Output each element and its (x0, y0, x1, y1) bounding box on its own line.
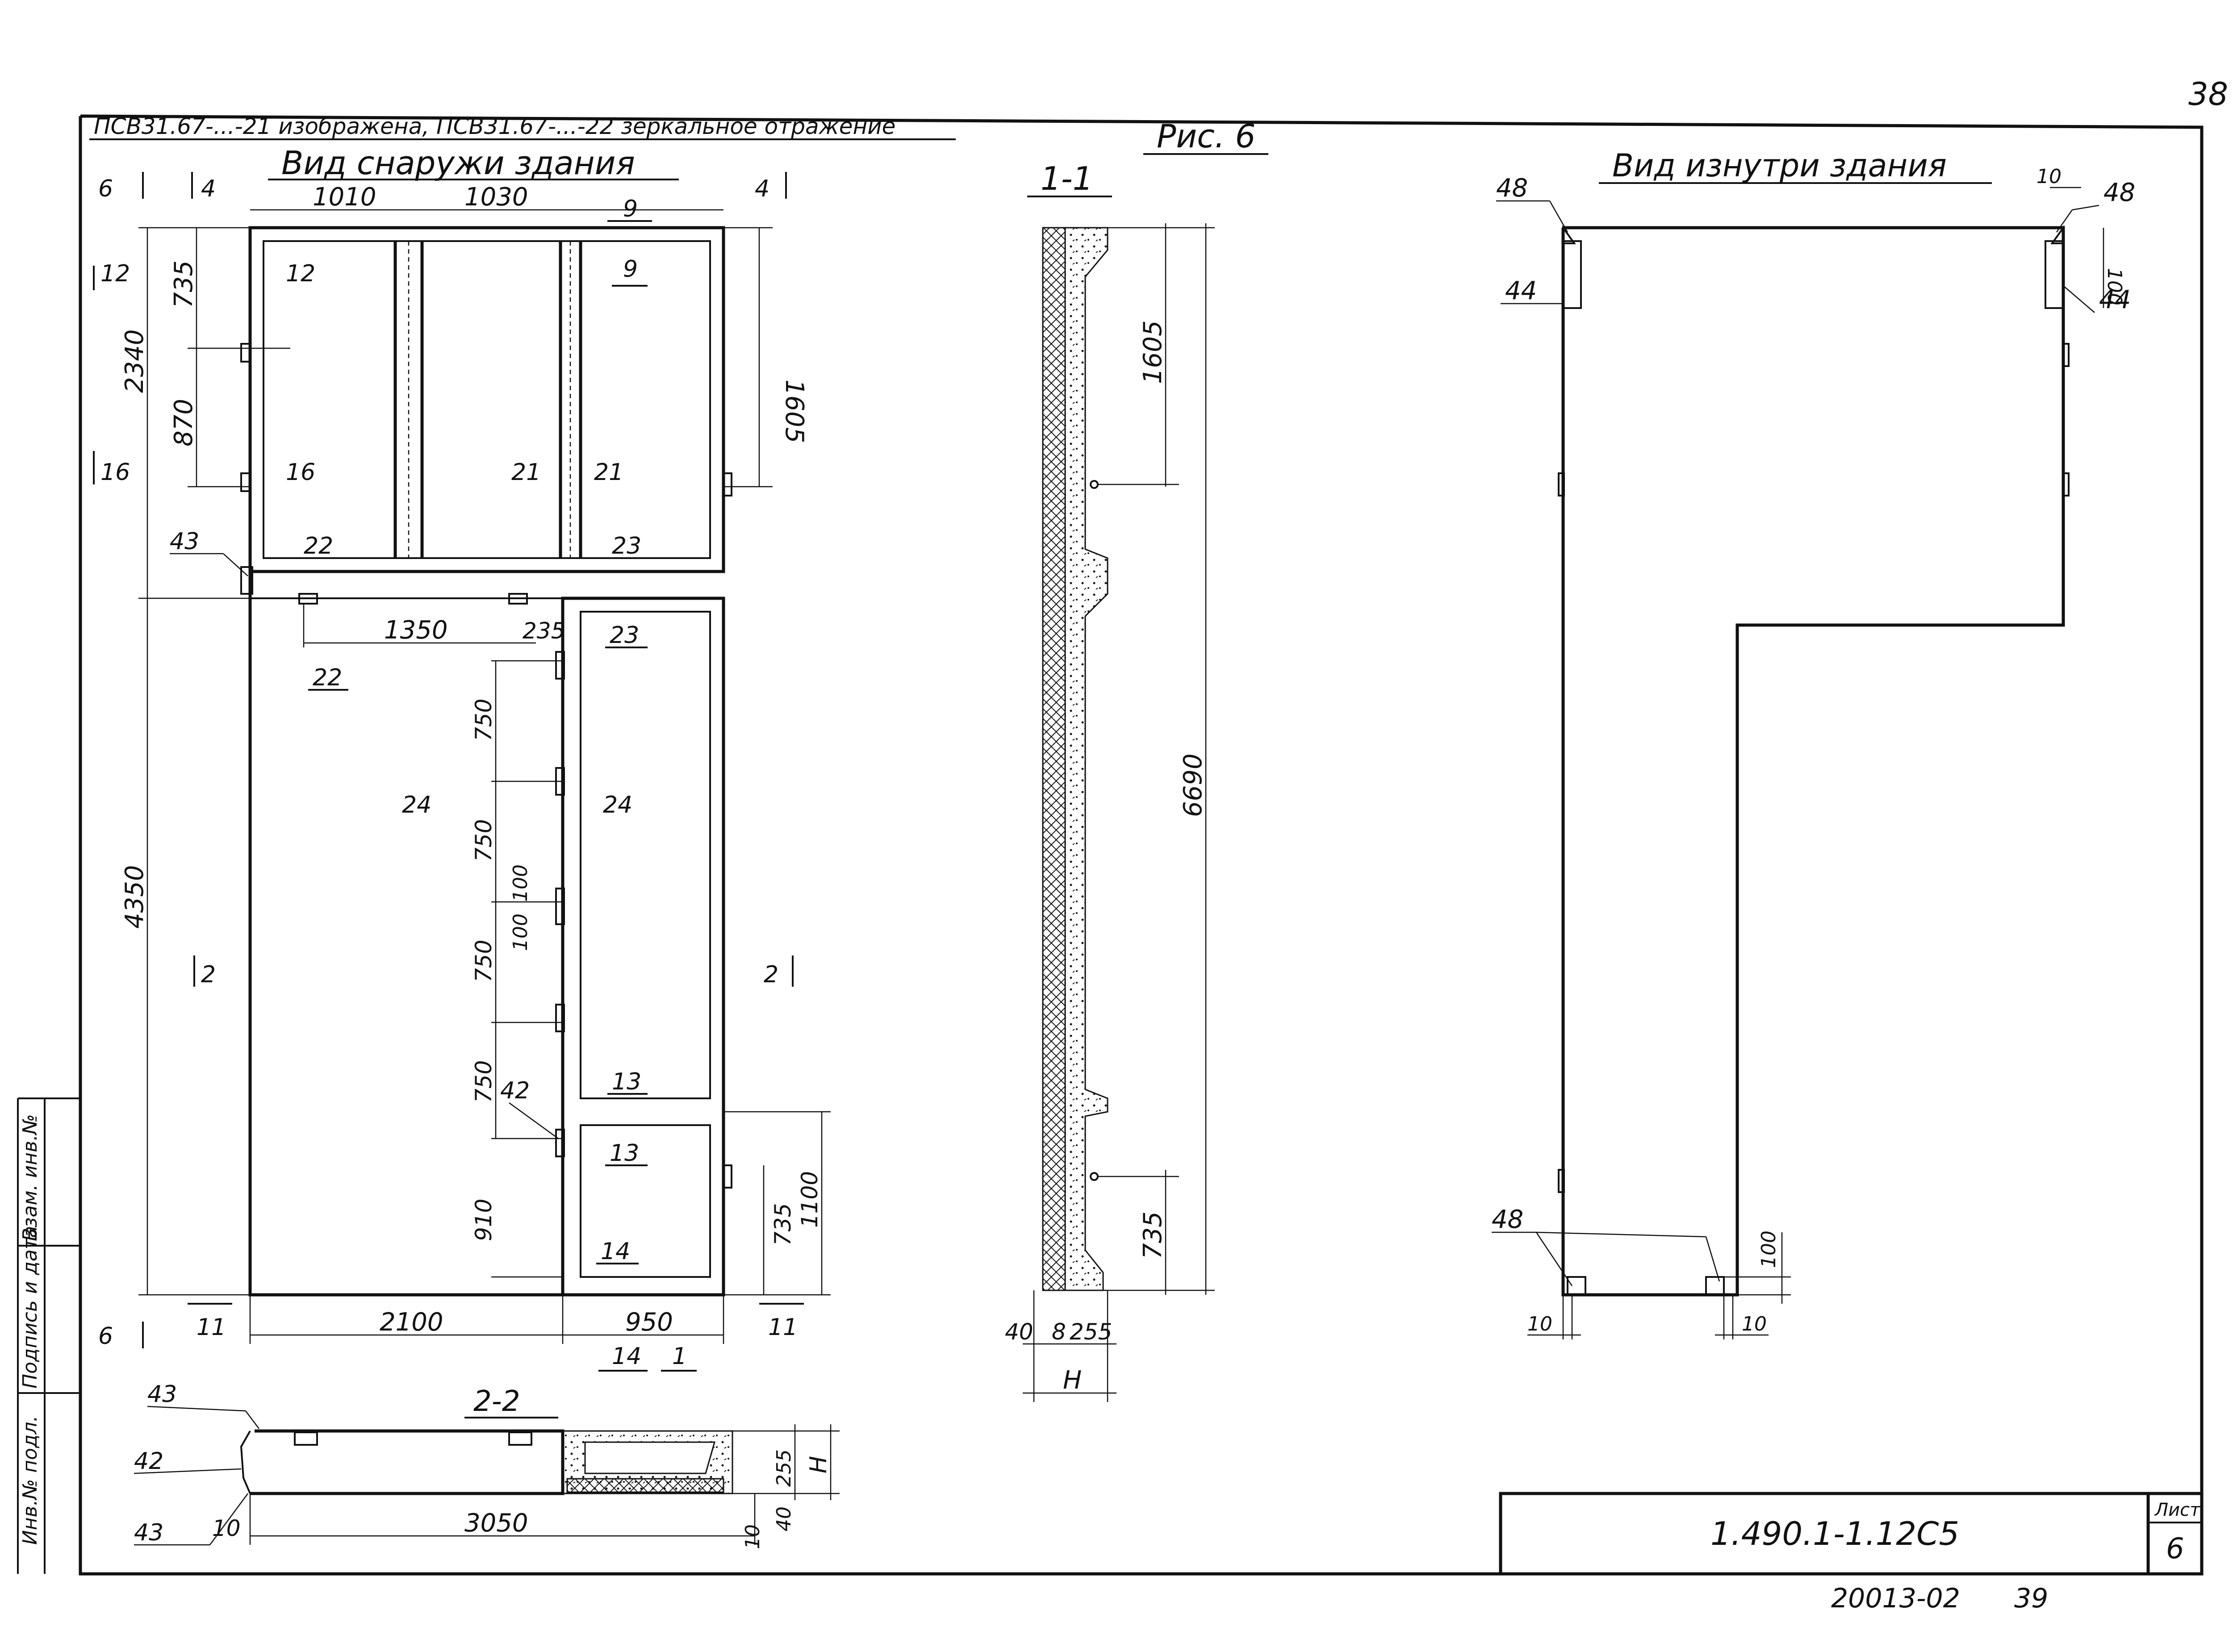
mark-21-a: 21 (511, 459, 541, 486)
dim-100-top: 100 (2103, 268, 2126, 305)
dim-3050: 3050 (464, 1509, 528, 1538)
title-block: 1.490.1-1.12С5 Лист 6 20013-02 39 (1499, 1492, 2204, 1614)
mark-13-b: 13 (610, 1140, 639, 1167)
section-1-1-title: 1-1 (1041, 160, 1093, 197)
dim-40: 40 (1005, 1319, 1033, 1345)
page-number: 38 (2188, 76, 2228, 113)
figure-label: Рис. 6 (1157, 117, 1255, 155)
dim-750-a: 750 (471, 699, 497, 741)
mark-9-top: 9 (623, 196, 638, 222)
mark-14-b: 14 (612, 1343, 641, 1370)
mark-1: 1 (672, 1343, 687, 1370)
mark-23-a: 23 (612, 533, 641, 559)
mark-42: 42 (134, 1448, 163, 1475)
dim-H: H (805, 1456, 832, 1473)
mark-22-a: 22 (304, 533, 333, 559)
mark-12-left: 12 (100, 260, 130, 287)
dim-235: 235 (523, 618, 565, 644)
dim-750-d: 750 (471, 1060, 497, 1103)
dim-10-bottom-left: 10 (1527, 1313, 1552, 1335)
mark-2-left: 2 (201, 961, 216, 988)
outside-view: Вид снаружи здания (93, 144, 831, 1372)
mark-16: 16 (286, 459, 315, 486)
stamp-field-replaces: Взам. инв.№ (19, 1114, 42, 1241)
mark-6-b: 6 (98, 1323, 113, 1350)
dim-8: 8 (1052, 1319, 1066, 1345)
mark-6-a: 6 (98, 175, 113, 202)
mark-2-right: 2 (764, 961, 778, 988)
mark-11-b: 11 (768, 1314, 798, 1341)
dim-10-left: 10 (212, 1515, 241, 1541)
sheet-subtitle: ПСВ31.67-...-21 изображена, ПСВ31.67-...… (94, 113, 895, 139)
dim-735: 735 (1138, 1211, 1167, 1259)
dim-left-735: 735 (169, 260, 198, 308)
section-2-2-title: 2-2 (473, 1385, 520, 1418)
mark-13-a: 13 (612, 1068, 641, 1095)
dim-bottom-2100: 2100 (380, 1308, 443, 1337)
dim-right-1605: 1605 (780, 380, 809, 443)
dim-100-a: 100 (509, 864, 532, 902)
archive-page: 39 (2014, 1583, 2048, 1614)
mark-42: 42 (500, 1077, 530, 1104)
inside-view-title: Вид изнутри здания (1612, 147, 1947, 184)
inside-view: Вид изнутри здания 48 44 48 44 10 100 48… (1492, 147, 2135, 1339)
stamp-field-signature: Подпись и дата (19, 1226, 42, 1389)
mark-9-mid: 9 (623, 256, 638, 283)
mark-22-b: 22 (313, 664, 342, 691)
dim-100-b: 100 (509, 914, 532, 951)
dim-10-bottom-right: 10 (1742, 1313, 1767, 1335)
sheet-label: Лист (2154, 1500, 2201, 1520)
sheet-frame (17, 114, 2204, 1576)
outside-view-title: Вид снаружи здания (281, 144, 635, 182)
mark-48-bottom: 48 (1492, 1205, 1523, 1234)
dim-10-top: 10 (2036, 165, 2062, 188)
dim-top-1010: 1010 (313, 183, 376, 212)
mark-48-top-left: 48 (1496, 174, 1528, 203)
dim-left-2340: 2340 (120, 329, 149, 393)
sheet-number: 6 (2166, 1532, 2184, 1565)
dim-910: 910 (471, 1199, 497, 1241)
mark-43-bottom: 43 (134, 1519, 163, 1546)
mark-12: 12 (286, 260, 315, 287)
mark-16-left: 16 (100, 459, 130, 486)
section-1-1: 1-1 1605 6690 735 40 8 255 H (1005, 160, 1215, 1402)
dim-left-4350: 4350 (120, 865, 149, 929)
mark-48-top-right: 48 (2103, 178, 2135, 207)
dim-255: 255 (773, 1449, 795, 1487)
dim-10-right: 10 (741, 1524, 764, 1549)
dim-750-c: 750 (471, 940, 497, 982)
mark-24-b: 24 (603, 792, 632, 818)
mark-24-a: 24 (402, 792, 431, 818)
mark-14-a: 14 (601, 1238, 630, 1265)
dim-1605: 1605 (1138, 320, 1167, 384)
dim-1350: 1350 (384, 616, 448, 645)
dim-255: 255 (1070, 1319, 1112, 1345)
dim-left-870: 870 (169, 399, 198, 446)
dim-bottom-950: 950 (625, 1308, 673, 1337)
mark-4-a: 4 (201, 175, 216, 202)
dim-6690: 6690 (1179, 753, 1208, 817)
dim-top-1030: 1030 (464, 183, 528, 212)
mark-23-b: 23 (610, 622, 639, 649)
mark-44-right: 44 (2099, 285, 2131, 314)
side-stamp: Инв.№ подл. Подпись и дата Взам. инв.№ (19, 1114, 42, 1545)
section-2-2: 2-2 3050 10 10 40 255 H 43 42 43 (134, 1381, 840, 1549)
dim-100-bottom: 100 (1757, 1231, 1780, 1268)
mark-43-top: 43 (147, 1381, 177, 1408)
doc-code: 1.490.1-1.12С5 (1710, 1515, 1959, 1552)
dim-750-b: 750 (471, 819, 497, 862)
dim-right-735: 735 (770, 1203, 796, 1246)
mark-21-b: 21 (594, 459, 623, 486)
stamp-field-invnr: Инв.№ подл. (19, 1415, 42, 1545)
dim-right-1100: 1100 (797, 1171, 823, 1228)
mark-44-left: 44 (1505, 276, 1537, 305)
dim-40: 40 (773, 1506, 795, 1531)
mark-43: 43 (170, 528, 199, 555)
mark-11-a: 11 (197, 1314, 226, 1341)
dim-H: H (1063, 1366, 1082, 1395)
archive-number: 20013-02 (1831, 1583, 1960, 1614)
mark-4-b: 4 (755, 175, 769, 202)
